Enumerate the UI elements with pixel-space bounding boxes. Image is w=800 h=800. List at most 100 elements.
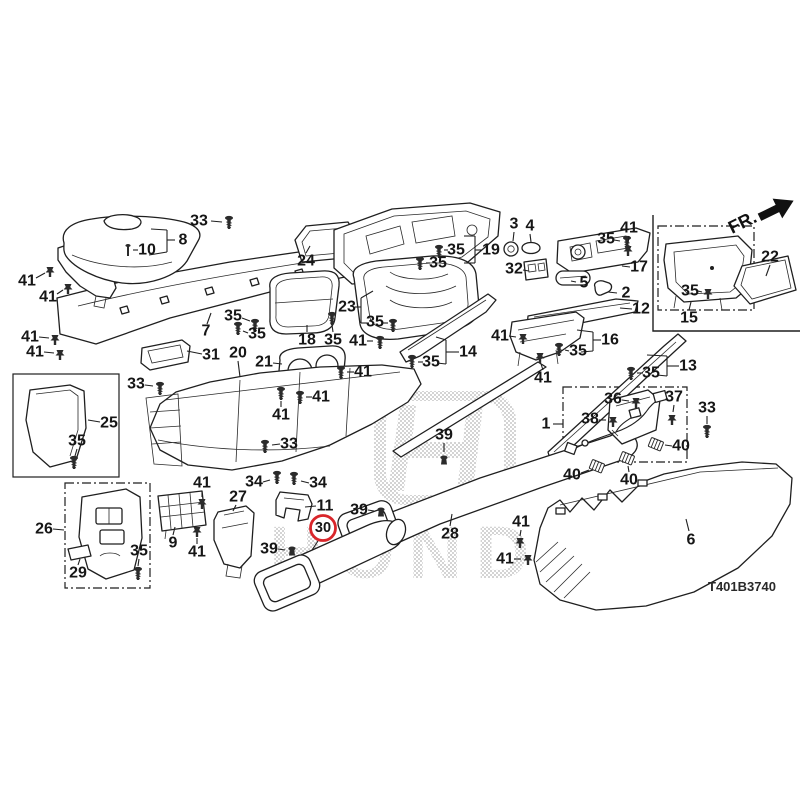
part-label-33[interactable]: 33	[127, 376, 145, 393]
part-pocket-lid-29	[67, 544, 92, 561]
part-label-15[interactable]: 15	[680, 310, 698, 327]
clip-fastener-icon	[518, 334, 528, 344]
part-label-40[interactable]: 40	[672, 438, 690, 455]
part-label-34[interactable]: 34	[245, 474, 263, 491]
part-label-35[interactable]: 35	[429, 255, 447, 272]
part-label-41[interactable]: 41	[312, 389, 330, 406]
part-label-35[interactable]: 35	[224, 308, 242, 325]
part-label-41[interactable]: 41	[188, 544, 206, 561]
part-label-37[interactable]: 37	[665, 389, 683, 406]
part-label-5[interactable]: 5	[580, 275, 589, 292]
screw-fastener-icon	[290, 471, 298, 485]
part-label-38[interactable]: 38	[581, 411, 599, 428]
part-label-34[interactable]: 34	[309, 475, 327, 492]
part-label-28[interactable]: 28	[441, 526, 459, 543]
part-label-6[interactable]: 6	[687, 532, 696, 549]
part-label-41[interactable]: 41	[272, 407, 290, 424]
part-label-36[interactable]: 36	[604, 391, 622, 408]
part-label-41[interactable]: 41	[496, 551, 514, 568]
part-label-2[interactable]: 2	[622, 285, 631, 302]
part-label-35[interactable]: 35	[248, 326, 266, 343]
part-label-35[interactable]: 35	[447, 242, 465, 259]
part-label-35[interactable]: 35	[130, 543, 148, 560]
part-label-20[interactable]: 20	[229, 345, 247, 362]
part-label-26[interactable]: 26	[35, 521, 53, 538]
part-label-41[interactable]: 41	[512, 514, 530, 531]
screw-fastener-icon	[328, 311, 336, 325]
part-label-35[interactable]: 35	[68, 433, 86, 450]
part-label-35[interactable]: 35	[569, 343, 587, 360]
part-label-7[interactable]: 7	[202, 323, 211, 340]
part-label-39[interactable]: 39	[435, 427, 453, 444]
part-label-12[interactable]: 12	[632, 301, 650, 318]
part-label-17[interactable]: 17	[630, 259, 648, 276]
part-number-text: 27	[229, 489, 247, 506]
group-frame-solid	[12, 373, 120, 478]
part-label-13[interactable]: 13	[679, 358, 697, 375]
part-number-text: 13	[679, 358, 697, 375]
screw-fastener-icon	[435, 244, 443, 258]
fr-arrow-icon	[757, 198, 794, 221]
part-label-30-selected[interactable]: 30	[309, 514, 337, 542]
part-label-29[interactable]: 29	[69, 565, 87, 582]
part-label-39[interactable]: 39	[350, 502, 368, 519]
part-label-18[interactable]: 18	[298, 332, 316, 349]
part-number-text: 41	[349, 333, 367, 350]
part-label-35[interactable]: 35	[422, 354, 440, 371]
group-frame-dashdot	[64, 482, 151, 589]
part-label-35[interactable]: 35	[597, 231, 615, 248]
leader-line	[512, 231, 515, 242]
part-lamp-5	[555, 270, 591, 286]
part-label-41[interactable]: 41	[21, 329, 39, 346]
part-label-39[interactable]: 39	[260, 541, 278, 558]
clip-fastener-icon	[63, 284, 73, 294]
leader-line	[367, 509, 375, 512]
part-label-25[interactable]: 25	[100, 415, 118, 432]
part-label-19[interactable]: 19	[482, 242, 500, 259]
leader-line	[519, 529, 522, 537]
part-label-21[interactable]: 21	[255, 354, 273, 371]
part-label-33[interactable]: 33	[698, 400, 716, 417]
leader-line	[43, 351, 55, 354]
part-label-33[interactable]: 33	[190, 213, 208, 230]
part-label-24[interactable]: 24	[297, 253, 315, 270]
leader-line	[300, 480, 310, 484]
part-label-41[interactable]: 41	[193, 475, 211, 492]
part-label-27[interactable]: 27	[229, 489, 247, 506]
part-number-text: 22	[761, 249, 779, 266]
part-label-33[interactable]: 33	[280, 436, 298, 453]
part-label-32[interactable]: 32	[505, 261, 523, 278]
part-label-40[interactable]: 40	[563, 467, 581, 484]
part-label-35[interactable]: 35	[366, 314, 384, 331]
part-label-3[interactable]: 3	[510, 216, 519, 233]
part-label-41[interactable]: 41	[491, 328, 509, 345]
part-label-14[interactable]: 14	[459, 344, 477, 361]
part-label-41[interactable]: 41	[534, 370, 552, 387]
part-label-35[interactable]: 35	[324, 332, 342, 349]
part-label-9[interactable]: 9	[169, 535, 178, 552]
leader-line	[765, 264, 771, 277]
part-label-31[interactable]: 31	[202, 347, 220, 364]
part-label-41[interactable]: 41	[620, 220, 638, 237]
part-label-23[interactable]: 23	[338, 299, 356, 316]
part-number-text: 23	[338, 299, 356, 316]
part-number-text: 21	[255, 354, 273, 371]
part-label-35[interactable]: 35	[642, 365, 660, 382]
part-label-35[interactable]: 35	[681, 283, 699, 300]
part-label-11[interactable]: 11	[317, 498, 334, 515]
part-label-8[interactable]: 8	[179, 232, 188, 249]
part-label-41[interactable]: 41	[354, 364, 372, 381]
part-label-41[interactable]: 41	[26, 344, 44, 361]
part-label-41[interactable]: 41	[18, 273, 36, 290]
part-label-40[interactable]: 40	[620, 472, 638, 489]
part-number-text: 16	[601, 332, 619, 349]
part-label-10[interactable]: 10	[138, 242, 156, 259]
part-label-1[interactable]: 1	[542, 416, 551, 433]
part-label-41[interactable]: 41	[39, 289, 57, 306]
part-label-41[interactable]: 41	[349, 333, 367, 350]
part-number-text: 8	[179, 232, 188, 249]
part-label-22[interactable]: 22	[761, 249, 779, 266]
part-label-4[interactable]: 4	[526, 218, 535, 235]
part-label-16[interactable]: 16	[601, 332, 619, 349]
front-direction-indicator: FR.	[725, 198, 794, 238]
